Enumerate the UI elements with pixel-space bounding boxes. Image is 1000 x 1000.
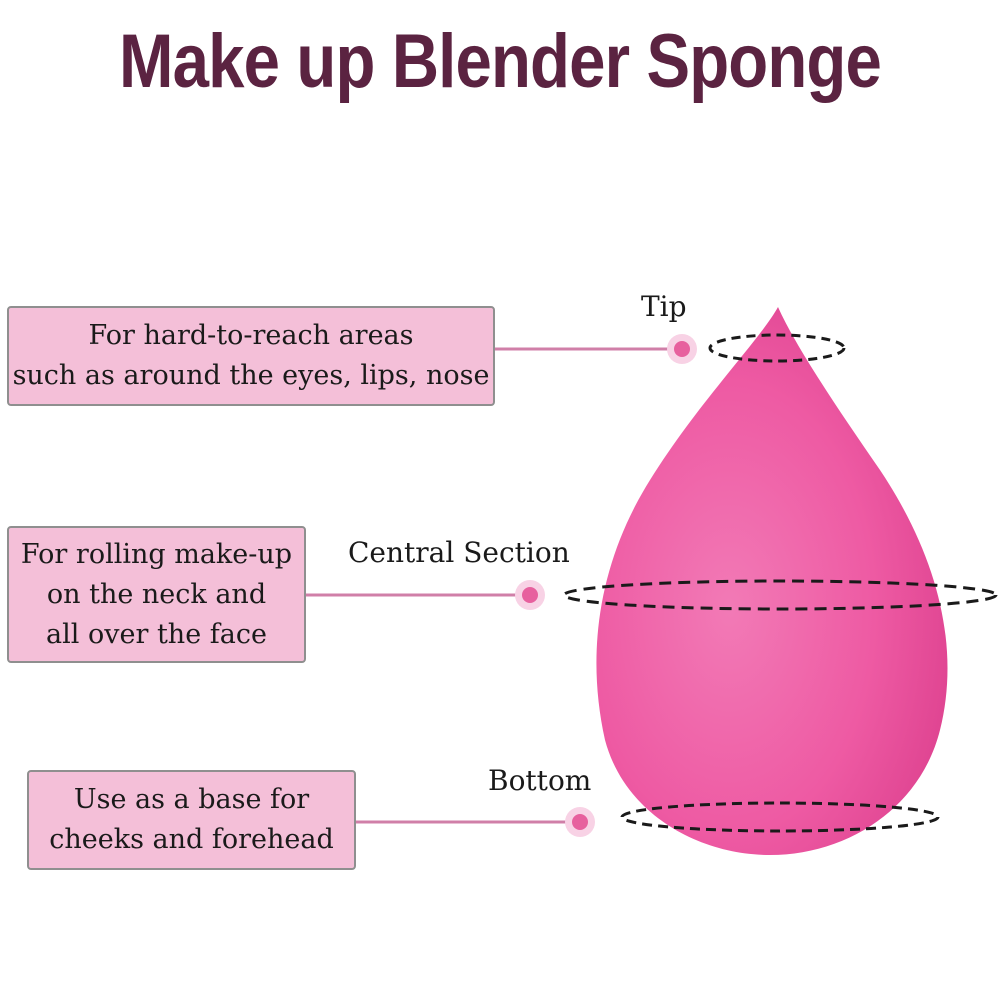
dot-bottom: [572, 814, 588, 830]
central-ring: [562, 579, 998, 611]
callout-line: such as around the eyes, lips, nose: [12, 360, 490, 391]
tip-ring: [708, 333, 846, 363]
callout-box-tip: For hard-to-reach areas such as around t…: [7, 306, 495, 406]
label-bottom: Bottom: [488, 764, 592, 797]
callout-box-bottom: Use as a base for cheeks and forehead: [27, 770, 356, 870]
callout-line: For hard-to-reach areas: [88, 320, 414, 351]
label-tip: Tip: [641, 290, 687, 323]
dot-tip: [674, 341, 690, 357]
sponge-shape: [596, 307, 948, 855]
callout-line: For rolling make-up: [20, 538, 293, 570]
callout-box-central: For rolling make-up on the neck and all …: [7, 526, 306, 663]
callout-line: all over the face: [46, 618, 267, 650]
label-central-section: Central Section: [348, 536, 570, 569]
bottom-ring: [620, 801, 940, 833]
dot-central: [522, 587, 538, 603]
callout-line: cheeks and forehead: [49, 824, 334, 855]
callout-line: on the neck and: [46, 578, 267, 610]
callout-line: Use as a base for: [73, 784, 310, 815]
page-title: Make up Blender Sponge: [119, 19, 882, 104]
